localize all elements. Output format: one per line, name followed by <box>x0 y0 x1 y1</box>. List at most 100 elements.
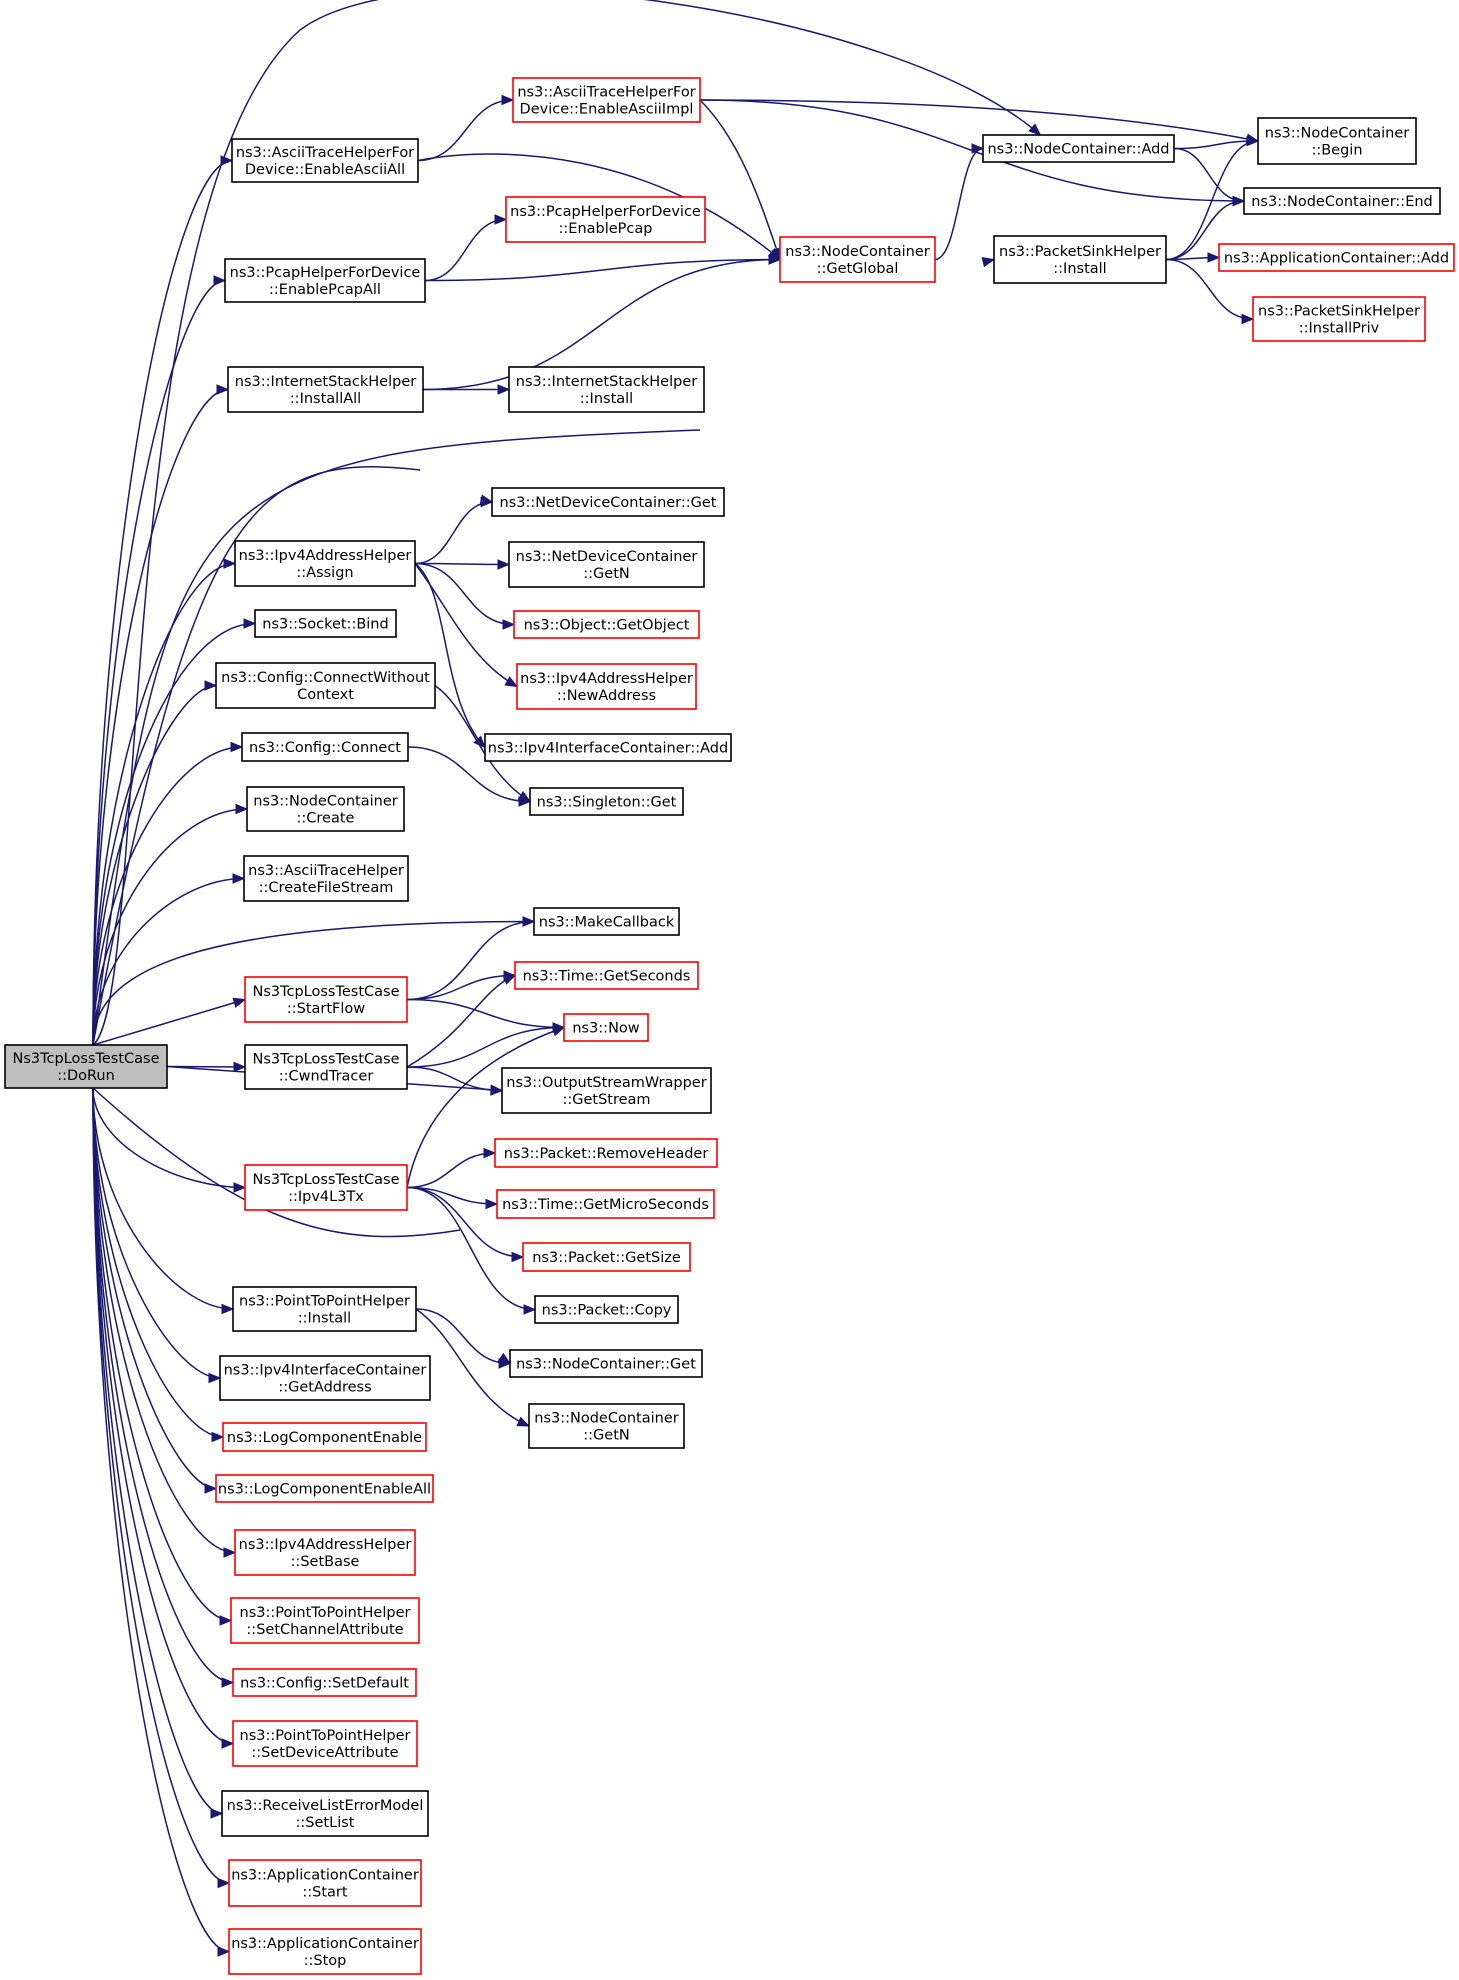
call-edges <box>92 0 1260 1957</box>
edge-arrowhead <box>485 1198 499 1210</box>
edge-line <box>417 153 781 261</box>
edge-ipv4ah-assign-to-ipv4ah-newaddress <box>414 563 519 688</box>
node-time-getseconds[interactable]: ns3::Time::GetSeconds <box>514 961 699 990</box>
node-label: ns3::NodeContainer::Add <box>987 142 1169 158</box>
edge-line <box>92 622 256 1046</box>
edge-line <box>1165 258 1254 320</box>
node-pcap-enable-all[interactable]: ns3::PcapHelperForDevice::EnablePcapAll <box>224 258 426 303</box>
node-label: ns3::AsciiTraceHelper <box>248 863 404 879</box>
node-ipv4ah-setbase[interactable]: ns3::Ipv4AddressHelper::SetBase <box>234 1529 416 1576</box>
node-box <box>1218 243 1455 272</box>
node-nc-get[interactable]: ns3::NodeContainer::Get <box>509 1349 703 1378</box>
node-ipv4ah-assign[interactable]: ns3::Ipv4AddressHelper::Assign <box>234 540 416 587</box>
edge-line <box>1165 200 1245 261</box>
node-ascii-enable-impl[interactable]: ns3::AsciiTraceHelperForDevice::EnableAs… <box>512 77 701 123</box>
node-ipv4ah-newaddress[interactable]: ns3::Ipv4AddressHelper::NewAddress <box>516 663 697 710</box>
node-ath-cfs[interactable]: ns3::AsciiTraceHelper::CreateFileStream <box>243 855 409 902</box>
edge-line <box>92 920 535 1046</box>
node-ipv4l3tx[interactable]: Ns3TcpLossTestCase::Ipv4L3Tx <box>244 1164 408 1211</box>
node-label: ns3::PcapHelperForDevice <box>510 204 701 220</box>
node-ipv4ic-getaddress[interactable]: ns3::Ipv4InterfaceContainer::GetAddress <box>219 1355 431 1401</box>
edge-root-to-ptp-setdeviceattr <box>92 1087 235 1749</box>
node-ish-install[interactable]: ns3::InternetStackHelper::Install <box>508 366 705 413</box>
node-make-callback[interactable]: ns3::MakeCallback <box>533 907 680 936</box>
edge-psh-install-to-psh-install-priv <box>1165 258 1255 325</box>
edge-arrowhead <box>1246 135 1260 147</box>
node-start-flow[interactable]: Ns3TcpLossTestCase::StartFlow <box>244 976 408 1023</box>
edge-root-to-rlem-setlist <box>92 1087 224 1819</box>
node-nc-getn[interactable]: ns3::NodeContainer::GetN <box>528 1403 685 1449</box>
edge-ish-install-all-to-ish-install <box>423 384 511 395</box>
edge-ipv4l3tx-to-now <box>406 1026 566 1188</box>
edge-line <box>92 1087 234 1684</box>
node-label: ns3::NodeContainer <box>534 1411 678 1427</box>
edge-ascii-enable-impl-to-nc-get-global <box>699 99 782 261</box>
edge-line <box>699 99 781 260</box>
node-root[interactable]: Ns3TcpLossTestCase::DoRun <box>4 1044 168 1089</box>
node-time-getmicro[interactable]: ns3::Time::GetMicroSeconds <box>496 1189 715 1219</box>
node-osw-getstream[interactable]: ns3::OutputStreamWrapper::GetStream <box>501 1067 712 1114</box>
node-ptp-install[interactable]: ns3::PointToPointHelper::Install <box>232 1286 417 1332</box>
node-singleton-get[interactable]: ns3::Singleton::Get <box>529 787 684 816</box>
edge-line <box>92 1087 232 1622</box>
node-ipv4ic-add[interactable]: ns3::Ipv4InterfaceContainer::Add <box>484 733 732 762</box>
node-label: ns3::Object::GetObject <box>524 618 690 634</box>
node-nc-get-global[interactable]: ns3::NodeContainer::GetGlobal <box>779 236 936 283</box>
node-box <box>533 907 680 936</box>
node-psh-install-priv[interactable]: ns3::PacketSinkHelper::InstallPriv <box>1252 296 1426 342</box>
edge-start-flow-to-now <box>406 998 566 1033</box>
node-object-getobject[interactable]: ns3::Object::GetObject <box>513 610 700 639</box>
node-box <box>484 733 732 762</box>
node-label: ns3::PointToPointHelper <box>240 1605 411 1621</box>
node-label: ns3::Singleton::Get <box>537 795 677 811</box>
edge-root-to-cwnd-tracer <box>166 1061 247 1073</box>
node-label: ::InstallAll <box>290 391 361 407</box>
node-label: ns3::Socket::Bind <box>262 617 388 633</box>
node-packet-removeheader[interactable]: ns3::Packet::RemoveHeader <box>494 1138 718 1168</box>
node-cwnd-tracer[interactable]: Ns3TcpLossTestCase::CwndTracer <box>244 1044 408 1090</box>
node-ndc-getn[interactable]: ns3::NetDeviceContainer::GetN <box>508 541 705 588</box>
node-psh-install[interactable]: ns3::PacketSinkHelper::Install <box>993 235 1167 284</box>
node-nc-end[interactable]: ns3::NodeContainer::End <box>1243 187 1441 215</box>
node-nc-create[interactable]: ns3::NodeContainer::Create <box>246 786 405 832</box>
node-ascii-enable-all[interactable]: ns3::AsciiTraceHelperForDevice::EnableAs… <box>231 138 419 183</box>
edge-arrowhead <box>502 619 516 630</box>
node-packet-getsize[interactable]: ns3::Packet::GetSize <box>522 1242 691 1272</box>
node-ptp-setchannelattr[interactable]: ns3::PointToPointHelper::SetChannelAttri… <box>230 1597 420 1644</box>
node-ptp-setdeviceattr[interactable]: ns3::PointToPointHelper::SetDeviceAttrib… <box>232 1720 418 1767</box>
node-config-setdefault[interactable]: ns3::Config::SetDefault <box>232 1668 417 1697</box>
function-nodes: Ns3TcpLossTestCase::DoRun ns3::AsciiTrace… <box>4 77 1455 1975</box>
edge-arrowhead <box>232 873 246 884</box>
node-label: ns3::Ipv4AddressHelper <box>239 1537 412 1553</box>
node-app-add[interactable]: ns3::ApplicationContainer::Add <box>1218 243 1455 272</box>
node-box <box>512 77 701 123</box>
edge-arrowhead <box>221 1738 235 1749</box>
node-app-start[interactable]: ns3::ApplicationContainer::Start <box>228 1859 422 1907</box>
edge-cwnd-tracer-to-time-getseconds <box>406 974 517 1068</box>
edge-line <box>406 1026 565 1068</box>
node-log-enable-all[interactable]: ns3::LogComponentEnableAll <box>215 1474 434 1503</box>
node-box <box>228 1928 422 1975</box>
edge-arrowhead <box>516 1416 531 1427</box>
node-rlem-setlist[interactable]: ns3::ReceiveListErrorModel::SetList <box>221 1790 429 1837</box>
edge-arrowhead <box>504 676 519 688</box>
node-log-enable[interactable]: ns3::LogComponentEnable <box>222 1422 427 1452</box>
node-now[interactable]: ns3::Now <box>563 1013 649 1042</box>
node-app-stop[interactable]: ns3::ApplicationContainer::Stop <box>228 1928 422 1975</box>
edge-line <box>434 684 531 803</box>
edge-line <box>414 562 510 566</box>
node-socket-bind[interactable]: ns3::Socket::Bind <box>254 609 397 638</box>
node-pcap-enable-pcap[interactable]: ns3::PcapHelperForDevice::EnablePcap <box>505 196 706 243</box>
node-ndc-get[interactable]: ns3::NetDeviceContainer::Get <box>491 487 725 517</box>
node-label: ns3::NetDeviceContainer <box>516 549 698 565</box>
node-label: ns3::Packet::GetSize <box>532 1250 681 1266</box>
node-box <box>513 610 700 639</box>
node-config-connect[interactable]: ns3::Config::Connect <box>241 732 409 762</box>
node-ish-install-all[interactable]: ns3::InternetStackHelper::InstallAll <box>227 366 424 413</box>
node-nc-add[interactable]: ns3::NodeContainer::Add <box>982 134 1175 163</box>
node-packet-copy[interactable]: ns3::Packet::Copy <box>534 1295 679 1324</box>
node-nc-begin[interactable]: ns3::NodeContainer::Begin <box>1257 117 1417 165</box>
node-label: ::StartFlow <box>287 1001 365 1017</box>
edge-root-to-nc-create <box>92 803 249 1046</box>
